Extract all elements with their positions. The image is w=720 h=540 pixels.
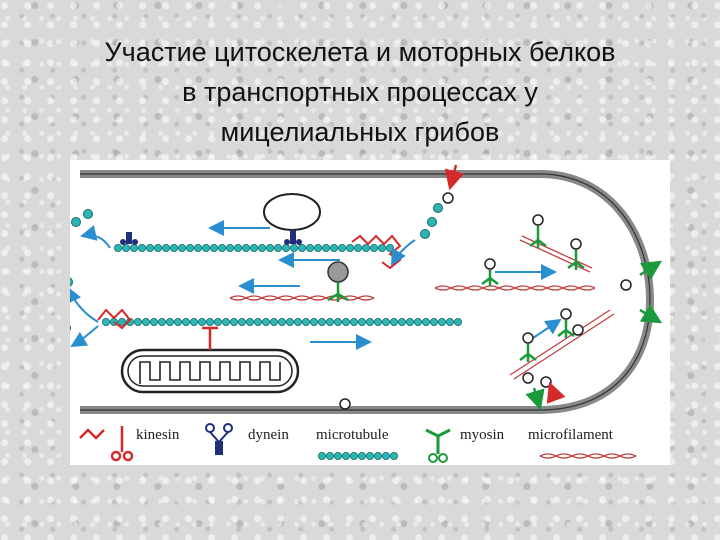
endocytosis-arrow <box>546 381 566 404</box>
hyphal-tip-diagram <box>70 164 663 463</box>
membrane-vesicle <box>620 279 632 291</box>
microtubule-upper <box>114 244 394 253</box>
title-line-3: мицелиальных грибов <box>220 117 500 147</box>
microtubule-lower <box>102 317 462 326</box>
microfilament-diagonal-lower <box>509 309 615 380</box>
grey-vesicle <box>327 261 349 283</box>
endocytosis-arrow <box>444 164 465 191</box>
legend-kinesin-icon <box>79 426 134 462</box>
microfilament-middle <box>229 295 375 301</box>
myosin-motors-right <box>481 226 585 362</box>
myosin-vesicles <box>484 214 584 344</box>
legend-microfilament-icon <box>539 453 637 459</box>
kinesin-chain-lower <box>97 308 132 330</box>
legend-myosin-label: myosin <box>460 427 505 443</box>
mitochondrion <box>120 348 300 394</box>
title-line-1: Участие цитоскелета и моторных белков <box>104 37 616 67</box>
legend-kinesin-label: kinesin <box>136 427 180 443</box>
transport-arrow <box>529 318 562 341</box>
transport-arrow <box>70 286 99 323</box>
membrane-vesicle <box>522 372 534 384</box>
transport-arrow <box>391 239 416 266</box>
legend-microfilament-label: microfilament <box>528 427 613 443</box>
free-vesicles <box>70 203 443 331</box>
hyphal-transport-figure <box>70 160 670 465</box>
dynein-left <box>120 232 138 245</box>
kinesin-mitochondrion <box>202 326 218 350</box>
transport-arrow <box>80 225 111 249</box>
dynein-vesicle <box>284 230 302 245</box>
microfilament-right <box>434 285 596 291</box>
legend-microtubule-label: microtubule <box>316 427 389 443</box>
legend-dynein-label: dynein <box>248 427 289 443</box>
legend-microtubule-icon <box>317 451 398 460</box>
membrane-vesicle <box>442 192 454 204</box>
exocytosis-arrow <box>639 304 663 324</box>
exocytosis-arrow <box>525 387 545 411</box>
transport-arrow <box>70 325 99 348</box>
large-vesicle <box>263 193 321 231</box>
slide-title: Участие цитоскелета и моторных белков в … <box>0 32 720 152</box>
myosin-center <box>327 282 349 302</box>
membrane-vesicle <box>339 398 351 410</box>
legend-dynein-icon <box>205 423 233 455</box>
exocytosis-arrow <box>639 260 663 280</box>
title-line-2: в транспортных процессах у <box>182 77 538 107</box>
legend-myosin-icon <box>425 428 451 463</box>
